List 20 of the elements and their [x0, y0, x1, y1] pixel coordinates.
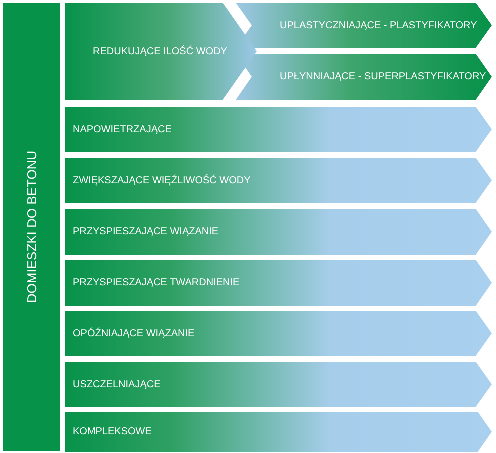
chevron-band — [65, 412, 492, 452]
category-label: USZCZELNIAJĄCE — [73, 379, 161, 390]
category-label: NAPOWIETRZAJĄCE — [73, 124, 172, 135]
category-label: DOMIESZKI DO BETONU — [24, 150, 39, 304]
category-label: OPÓŹNIAJĄCE WIĄZANIE — [73, 328, 195, 339]
chevron-band — [65, 311, 492, 356]
chevron-band — [65, 362, 492, 407]
category-label: REDUKUJĄCE ILOŚĆ WODY — [93, 46, 228, 57]
chevron-band — [65, 209, 492, 255]
chevron-band — [65, 260, 492, 306]
category-label: KOMPLEKSOWE — [73, 426, 152, 438]
category-label: PRZYSPIESZAJĄCE WIĄZANIE — [73, 226, 219, 238]
vertical-banner — [3, 3, 60, 451]
category-label: ZWIĘKSZAJĄCE WIĘŹLIWOŚĆ WODY — [73, 175, 251, 186]
chevron-band — [65, 158, 492, 203]
category-label: PRZYSPIESZAJĄCE TWARDNIENIE — [73, 278, 240, 288]
chevron-band — [65, 107, 492, 152]
category-label: UPŁYNNIAJĄCE - SUPERPLASTYFIKATORY — [280, 72, 486, 82]
chevron-band — [65, 3, 257, 100]
category-label: UPLASTYCZNIAJĄCE - PLASTYFIKATORY — [280, 20, 478, 31]
